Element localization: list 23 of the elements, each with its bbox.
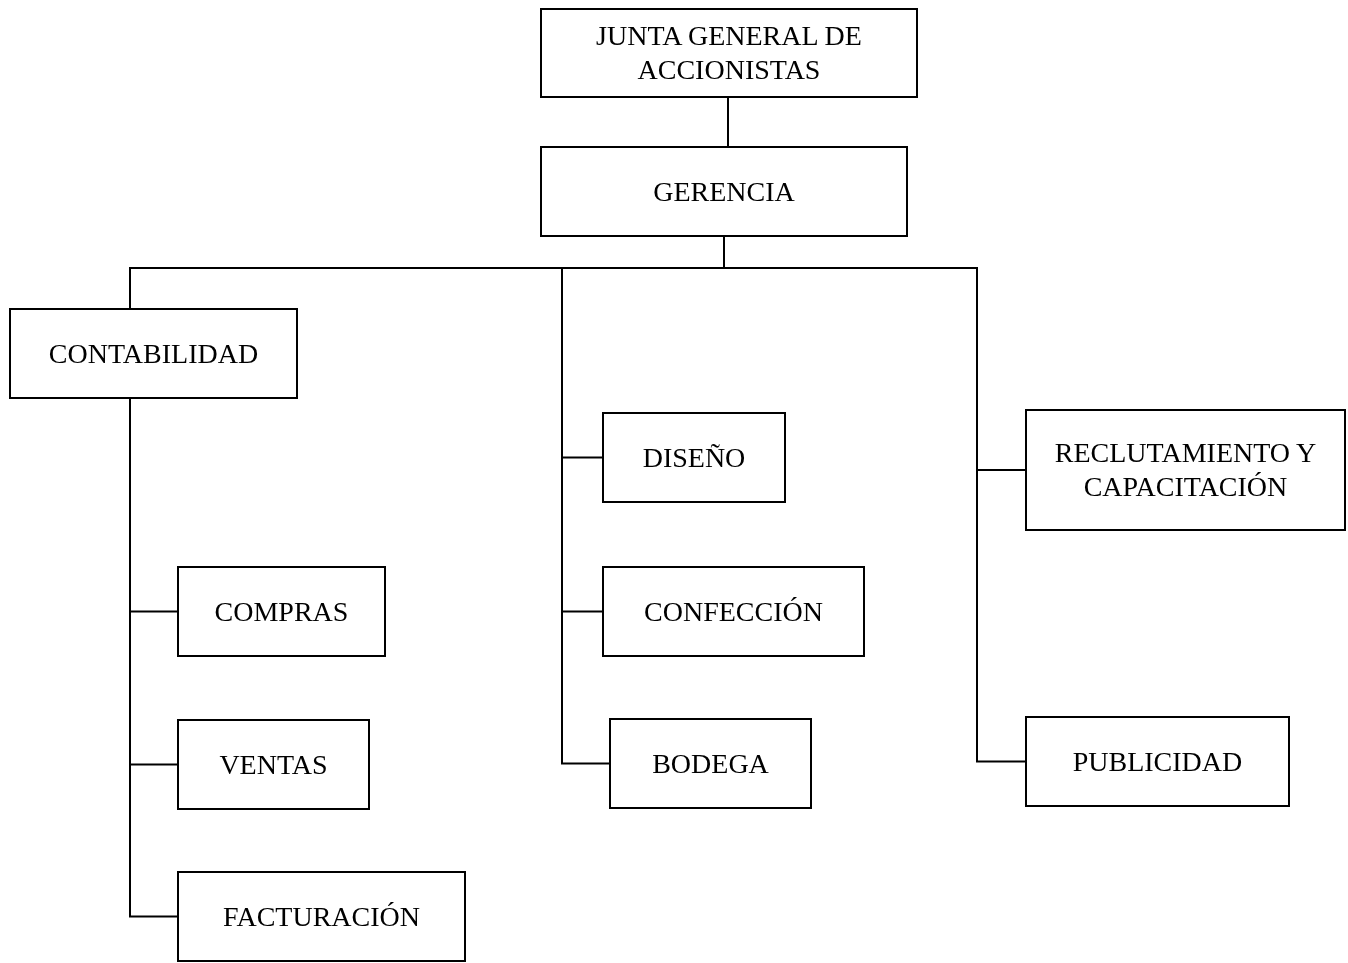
department-label: DISEÑO [642, 440, 746, 475]
org-box [602, 566, 865, 657]
org-box [177, 871, 466, 962]
connector-line [727, 97, 729, 147]
org-box [1025, 716, 1290, 807]
department-label: RECLUTAMIENTO Y CAPACITACIÓN [1053, 436, 1318, 504]
org-box [609, 718, 812, 809]
department-label: GERENCIA [653, 174, 795, 209]
department-label: FACTURACIÓN [222, 899, 421, 934]
department-label: VENTAS [219, 747, 328, 782]
org-box [177, 566, 386, 657]
department-label: COMPRAS [214, 594, 349, 629]
org-box [602, 412, 786, 503]
department-label: JUNTA GENERAL DE ACCIONISTAS [595, 19, 863, 87]
department-label: BODEGA [652, 746, 769, 781]
department-label: CONFECCIÓN [644, 594, 823, 629]
org-box [9, 308, 298, 399]
org-box [540, 8, 918, 98]
department-label: PUBLICIDAD [1072, 744, 1243, 779]
department-label: CONTABILIDAD [48, 336, 259, 371]
org-box [540, 146, 908, 237]
org-box [1025, 409, 1346, 531]
org-box [177, 719, 370, 810]
